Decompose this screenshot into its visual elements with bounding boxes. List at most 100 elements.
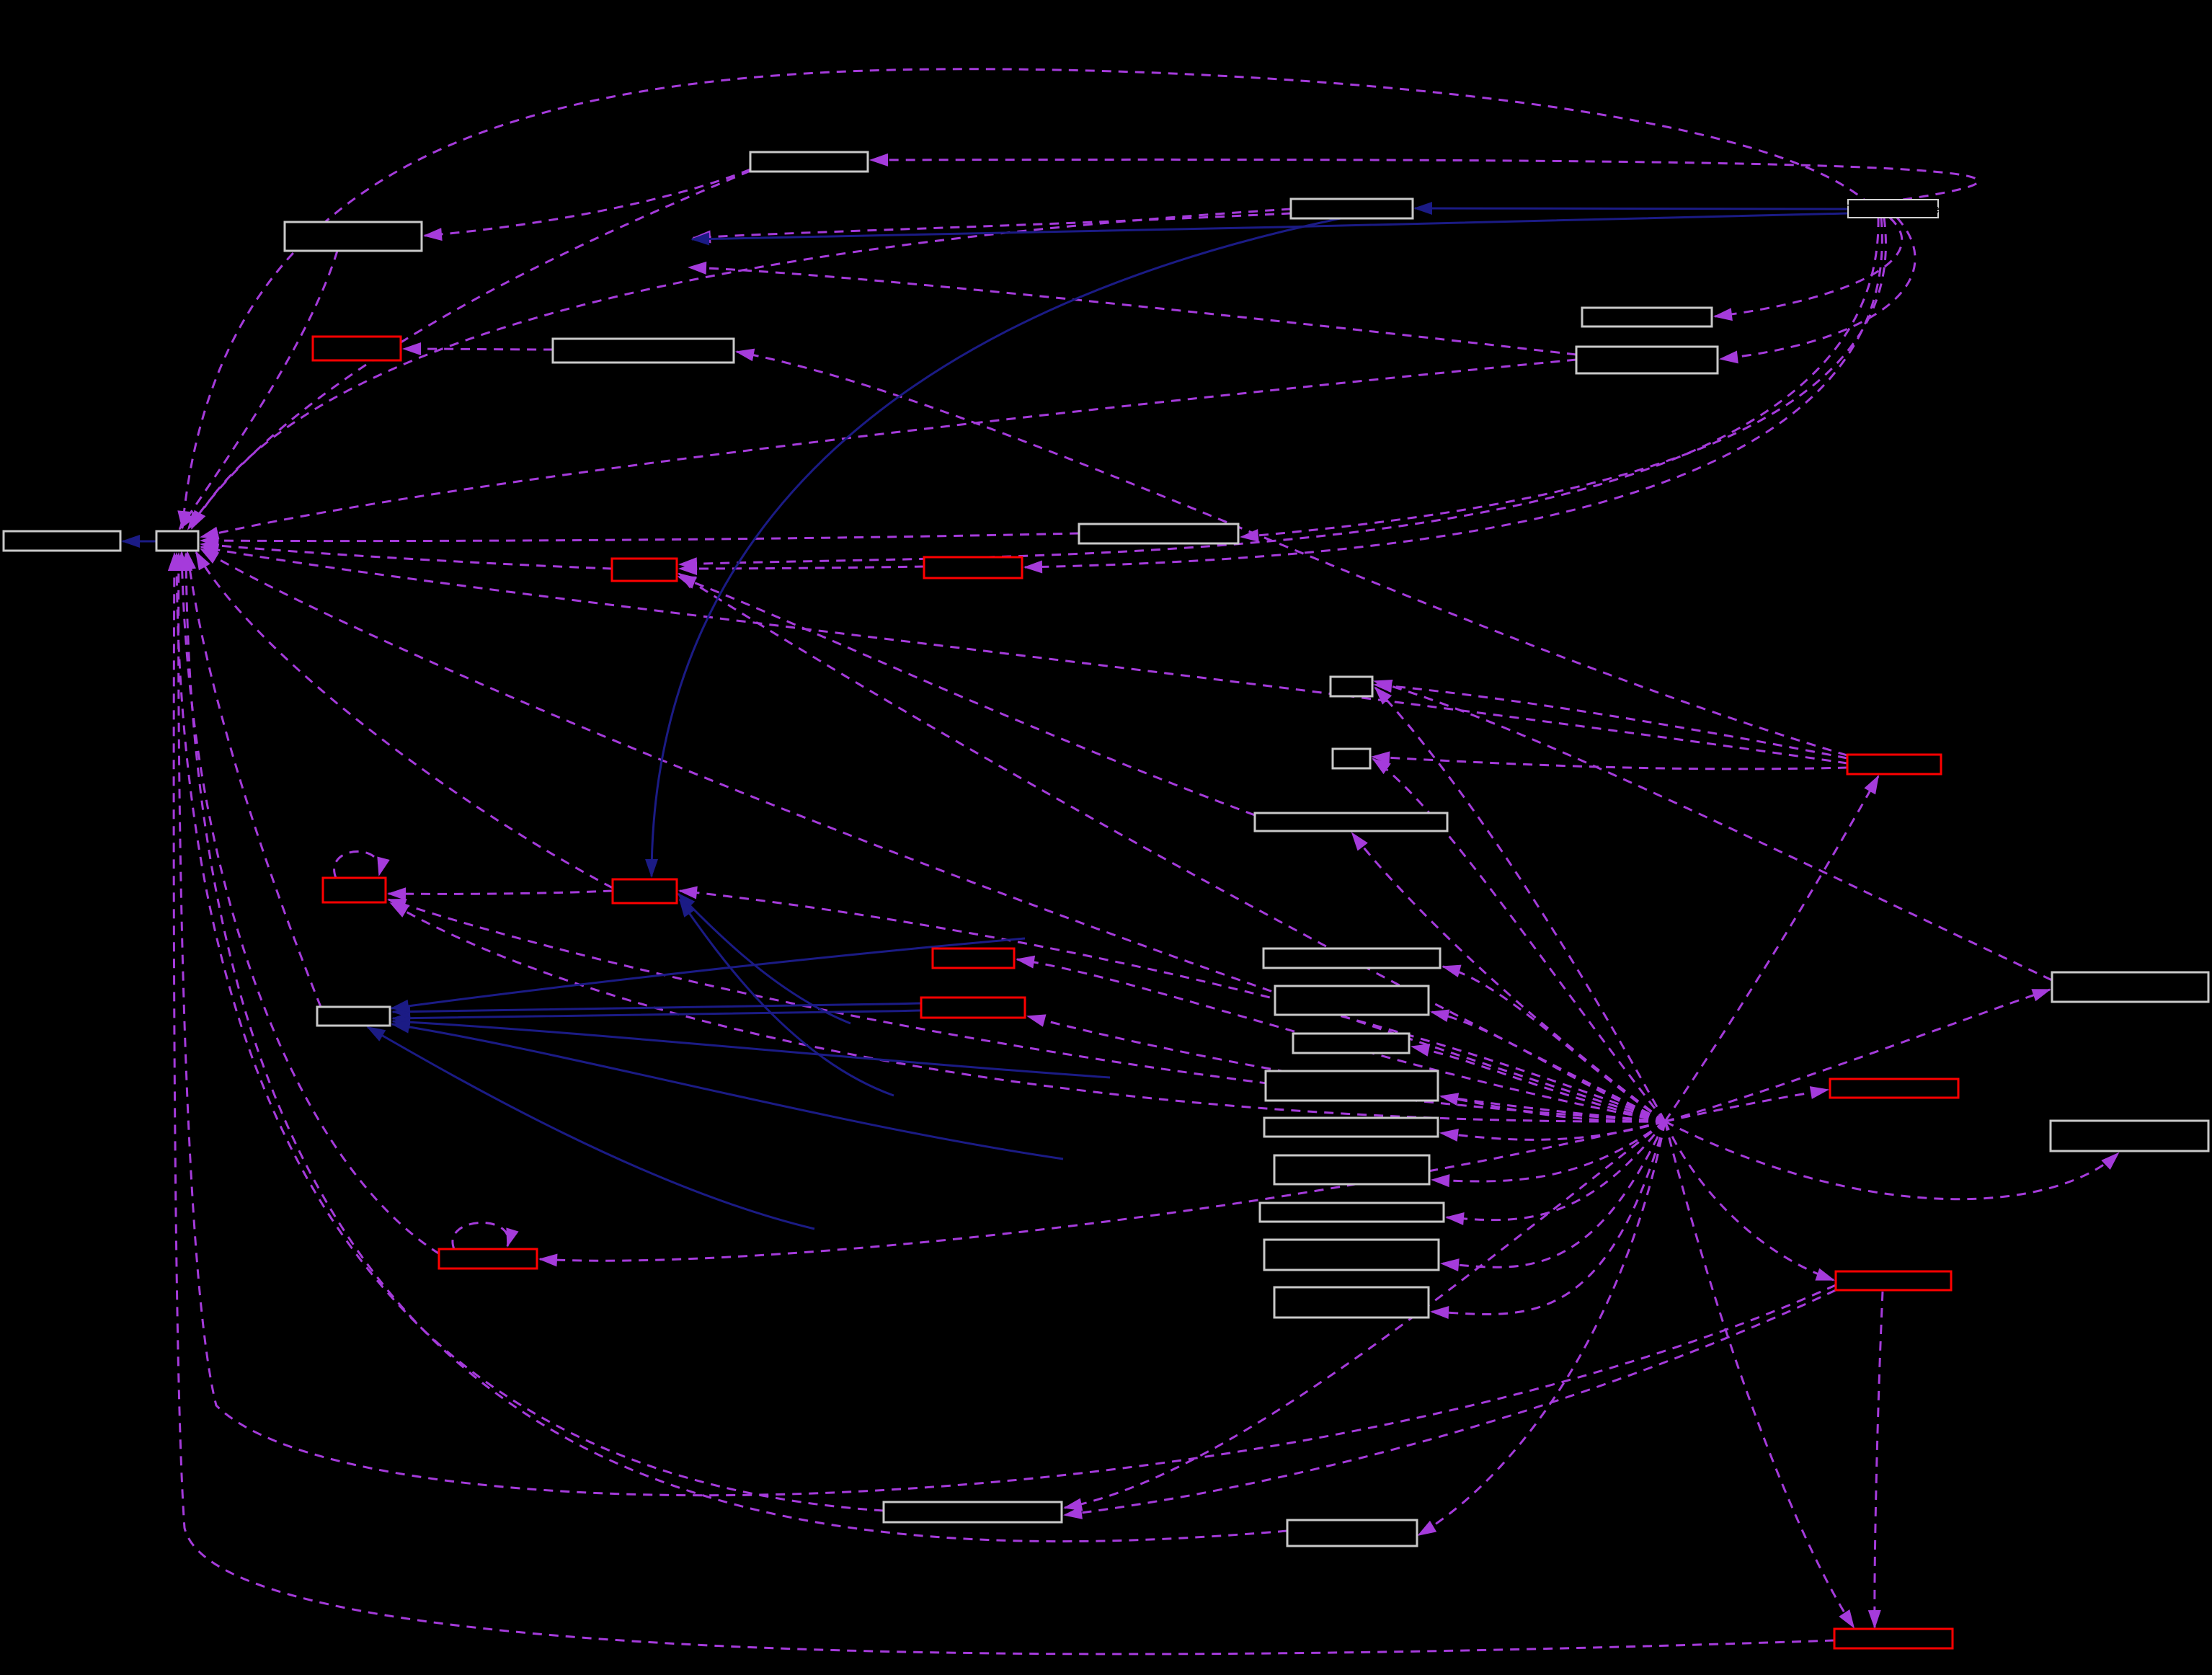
node-box-box-col-i[interactable]: [1273, 1286, 1430, 1319]
node-trgcdc-module[interactable]: TRGCDCModule: [1847, 199, 1940, 218]
node-box-red-10[interactable]: [437, 1248, 538, 1270]
node-box-box-red-9[interactable]: [1829, 1078, 1960, 1099]
node-box-right-1[interactable]: [2051, 971, 2210, 1003]
node-box-right-b[interactable]: [1575, 345, 1719, 375]
node-box-box-right-b[interactable]: [1575, 345, 1719, 375]
edge-box-bottom-2-to-box-hub-left: [179, 552, 1288, 1543]
node-box-box-col-e[interactable]: [1263, 1116, 1439, 1138]
node-box-box-red-11[interactable]: [1834, 1270, 1953, 1292]
node-box-box-bottom-1[interactable]: [882, 1501, 1063, 1524]
node-box-white-3[interactable]: [1253, 812, 1449, 832]
node-box-box-small-1[interactable]: [1329, 675, 1374, 698]
node-box-box-col-d[interactable]: [1264, 1070, 1439, 1102]
edge-hub-right-to-box-col-c: [1411, 1044, 1666, 1123]
node-box-box-red-1[interactable]: [311, 335, 402, 362]
node-box-box-small-2[interactable]: [1331, 747, 1372, 770]
edge-trgcdc-module-to-box-red-3: [1023, 217, 1883, 574]
node-box-box-top-center[interactable]: [749, 151, 869, 173]
node-box-red-1[interactable]: [311, 335, 402, 362]
node-box-red-5[interactable]: [321, 876, 387, 904]
node-box-white-2[interactable]: [1078, 523, 1240, 545]
node-box-col-f[interactable]: [1273, 1154, 1431, 1186]
node-box-red-12[interactable]: [1833, 1627, 1954, 1650]
node-box-box-red-7[interactable]: [931, 947, 1016, 969]
node-box-box-top-left[interactable]: [283, 221, 423, 252]
node-box-col-e[interactable]: [1263, 1116, 1439, 1138]
node-box-box-red-3[interactable]: [923, 556, 1023, 579]
node-box-box-red-10[interactable]: [437, 1248, 538, 1270]
node-box-top-right[interactable]: [1289, 197, 1414, 220]
node-box-box-col-a[interactable]: [1262, 947, 1442, 969]
node-box-hub-blue[interactable]: [316, 1005, 391, 1027]
node-box-right-2[interactable]: [2049, 1119, 2210, 1152]
node-box-box-right-1[interactable]: [2051, 971, 2210, 1003]
node-box-white-1[interactable]: [551, 337, 735, 364]
node-box-col-g[interactable]: [1258, 1201, 1445, 1223]
node-box-box-red-8[interactable]: [920, 996, 1026, 1019]
node-box-col-b[interactable]: [1274, 985, 1430, 1016]
node-box-col-i[interactable]: [1273, 1286, 1430, 1319]
node-box-box-hub-blue[interactable]: [316, 1005, 391, 1027]
node-box-box-col-c[interactable]: [1292, 1032, 1411, 1054]
node-box-box-col-f[interactable]: [1273, 1154, 1431, 1186]
node-box-trgcdc-module[interactable]: [1847, 199, 1939, 218]
node-label-trgcdc-module: TRGCDCModule: [1847, 202, 1939, 216]
node-box-box-white-3[interactable]: [1253, 812, 1449, 832]
edge-trgcdc-module-to-box-top-right: [1413, 202, 1849, 216]
edge-hub-right-to-box-red-9: [1664, 1086, 1829, 1123]
node-box-box-white-2[interactable]: [1078, 523, 1240, 545]
edge-hub-right-to-box-red-2: [678, 572, 1666, 1123]
node-box-col-c[interactable]: [1292, 1032, 1411, 1054]
node-box-box-right-a[interactable]: [1581, 306, 1713, 328]
edge-hub-right-to-box-red-12: [1664, 1121, 1855, 1629]
edge-box-white-1-to-box-red-1: [402, 342, 554, 356]
node-box-box-col-h[interactable]: [1263, 1238, 1440, 1271]
node-box-box-col-g[interactable]: [1258, 1201, 1445, 1223]
node-box-red-6[interactable]: [611, 878, 678, 905]
node-box-red-2[interactable]: [610, 557, 678, 582]
node-box-top-center[interactable]: [749, 151, 869, 173]
node-box-box-top-right[interactable]: [1289, 197, 1414, 220]
node-box-col-h[interactable]: [1263, 1238, 1440, 1271]
edge-hub-right-to-box-red-10: [538, 1120, 1666, 1267]
edge-hub-right-to-box-col-b: [1430, 1009, 1666, 1123]
node-box-top-left[interactable]: [283, 221, 423, 252]
node-box-box-red-2[interactable]: [610, 557, 678, 582]
edge-box-red-5-to-box-red-5: [333, 850, 390, 879]
edge-hub-right-to-box-red-5: [387, 898, 1666, 1123]
node-box-box-right-2[interactable]: [2049, 1119, 2210, 1152]
node-box-box-red-12[interactable]: [1833, 1627, 1954, 1650]
node-box-red-8[interactable]: [920, 996, 1026, 1019]
node-box-box-red-6[interactable]: [611, 878, 678, 905]
node-box-small-2[interactable]: [1331, 747, 1372, 770]
edge-box-red-11-to-box-red-12: [1867, 1291, 1884, 1629]
node-box-col-d[interactable]: [1264, 1070, 1439, 1102]
node-box-hub-left[interactable]: [155, 530, 200, 552]
node-box-left-big[interactable]: [2, 530, 122, 552]
node-box-box-hub-left[interactable]: [155, 530, 200, 552]
edge-box-top-center-to-box-top-left: [423, 168, 751, 241]
edge-trgcdc-module-to-box-white-2: [1240, 217, 1887, 542]
node-box-box-col-b[interactable]: [1274, 985, 1430, 1016]
edge-hub-right-to-box-col-i: [1430, 1121, 1666, 1320]
edge-hub-right-to-box-bottom-2: [1417, 1121, 1666, 1537]
node-box-bottom-2[interactable]: [1286, 1519, 1418, 1547]
node-box-right-a[interactable]: [1581, 306, 1713, 328]
edge-hub-right-to-box-right-1: [1664, 988, 2051, 1123]
edge-box-red-4-to-box-hub-left: [200, 543, 1848, 765]
node-box-box-bottom-2[interactable]: [1286, 1519, 1418, 1547]
node-box-col-a[interactable]: [1262, 947, 1442, 969]
node-box-red-3[interactable]: [923, 556, 1023, 579]
node-box-box-red-5[interactable]: [321, 876, 387, 904]
node-box-red-11[interactable]: [1834, 1270, 1953, 1292]
node-box-bottom-1[interactable]: [882, 1501, 1063, 1524]
node-box-red-4[interactable]: [1846, 753, 1942, 776]
edge-trgcdc-module-to-box-top-center: [869, 153, 1979, 201]
node-box-red-7[interactable]: [931, 947, 1016, 969]
node-box-small-1[interactable]: [1329, 675, 1374, 698]
node-box-box-red-4[interactable]: [1846, 753, 1942, 776]
node-box-red-9[interactable]: [1829, 1078, 1960, 1099]
node-box-box-white-1[interactable]: [551, 337, 735, 364]
node-box-box-left-big[interactable]: [2, 530, 122, 552]
